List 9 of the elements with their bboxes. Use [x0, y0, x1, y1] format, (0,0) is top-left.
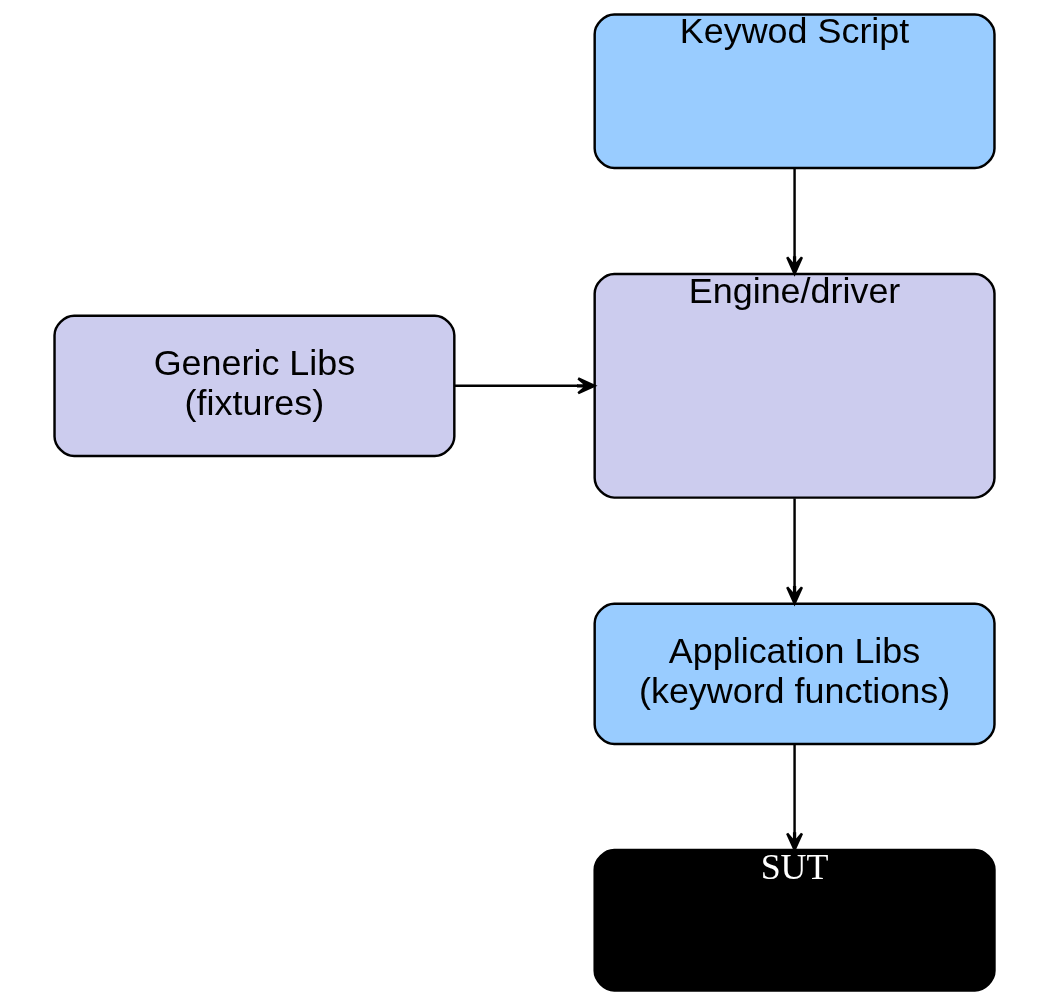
- arrow: [785, 744, 803, 852]
- arrow: [453, 377, 596, 395]
- node-box: Generic Libs (fixtures): [52, 314, 456, 458]
- arrow: [785, 498, 803, 605]
- node-box: Keywod Script: [592, 13, 996, 170]
- node-box: Engine/driver: [592, 272, 996, 499]
- arrow: [785, 168, 803, 275]
- node-box: SUT: [592, 848, 996, 992]
- node-box: Application Libs (keyword functions): [592, 602, 996, 746]
